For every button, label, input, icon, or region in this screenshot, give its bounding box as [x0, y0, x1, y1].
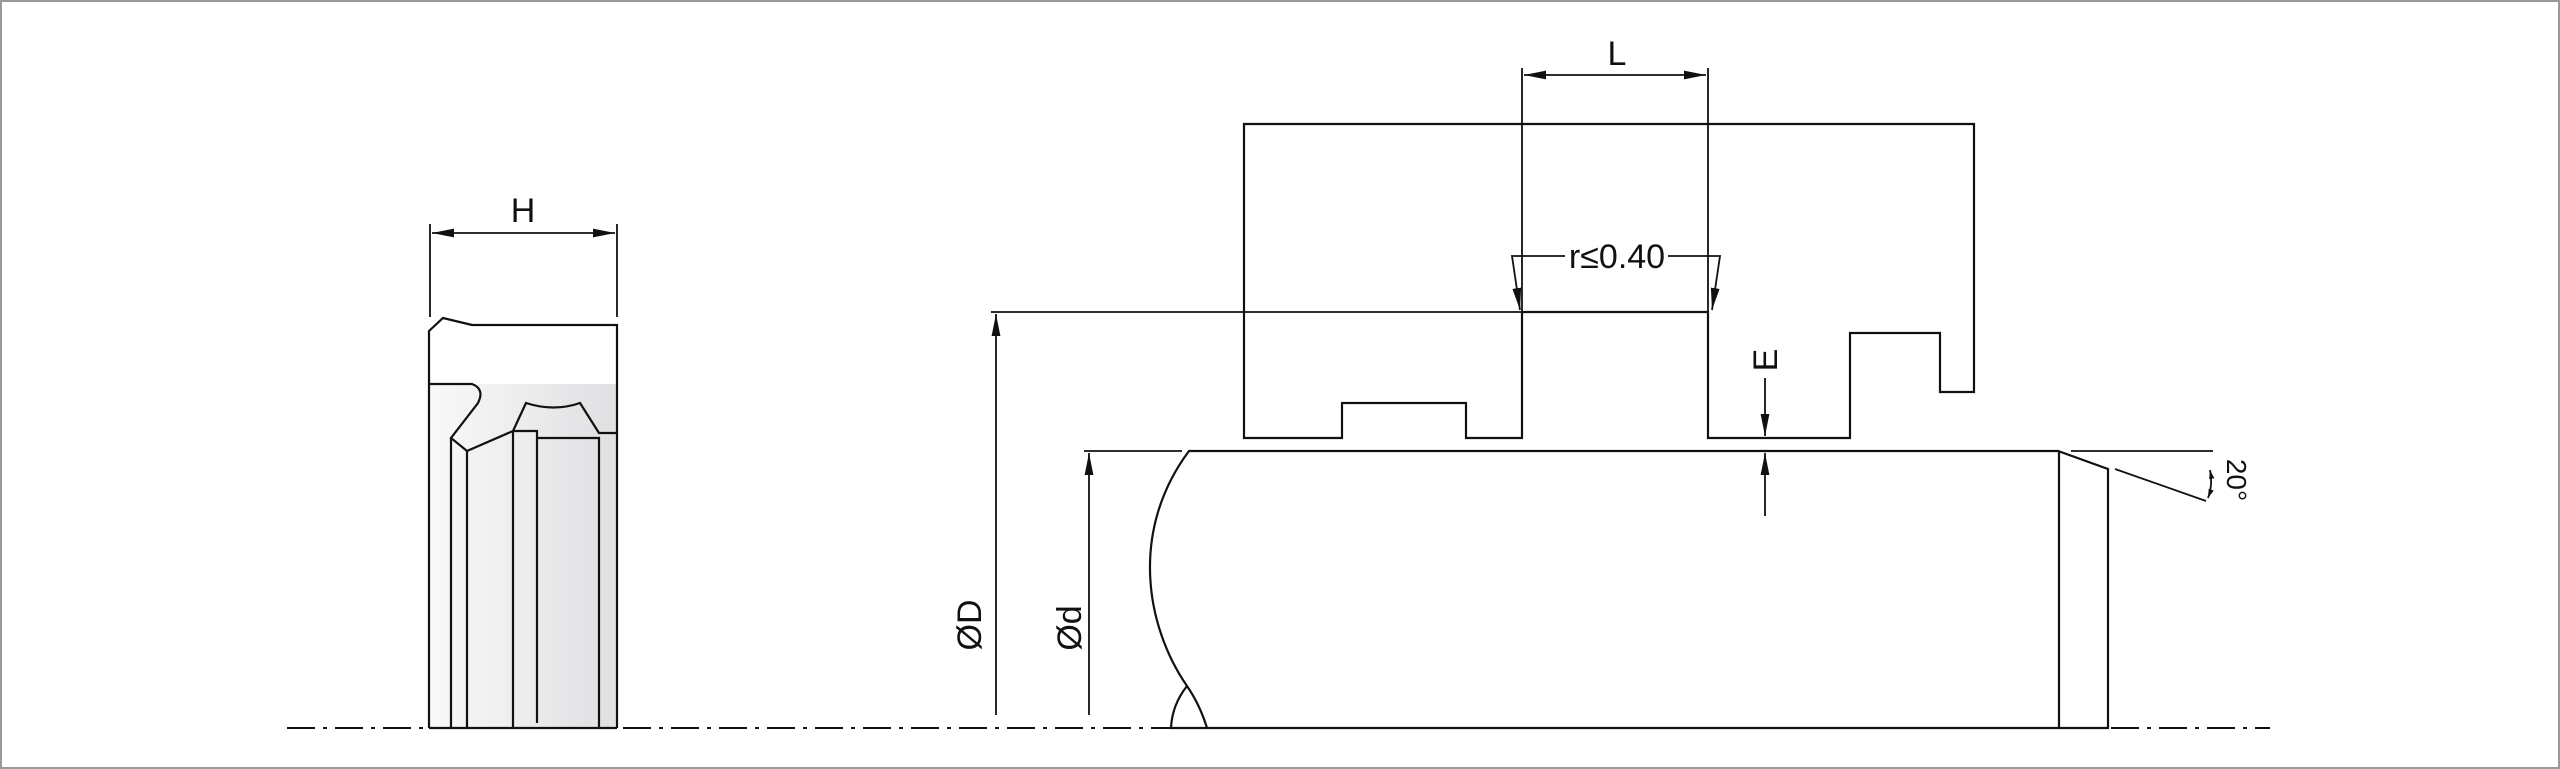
label-l: L — [1608, 35, 1627, 73]
rod-section — [1148, 449, 2110, 730]
seal-lip-section — [427, 316, 619, 453]
dimension-chamfer-angle: 20° — [2071, 450, 2252, 502]
dimension-bore-diameter: ØD — [951, 311, 1522, 715]
radius-callout: r≤0.40 — [1510, 238, 1722, 311]
label-bore-diameter: ØD — [951, 600, 989, 651]
dimension-h: H — [429, 192, 618, 317]
label-rod-diameter: Ød — [1051, 605, 1089, 650]
seal-body — [429, 384, 617, 728]
seal-profile — [427, 316, 619, 730]
label-chamfer-angle: 20° — [2221, 459, 2252, 501]
label-radius: r≤0.40 — [1569, 238, 1665, 276]
dimension-e: E — [1747, 349, 1785, 516]
label-h: H — [511, 192, 536, 230]
dimension-rod-diameter: Ød — [1051, 450, 1182, 715]
dimension-l: L — [1521, 35, 1709, 312]
label-e: E — [1747, 349, 1785, 372]
